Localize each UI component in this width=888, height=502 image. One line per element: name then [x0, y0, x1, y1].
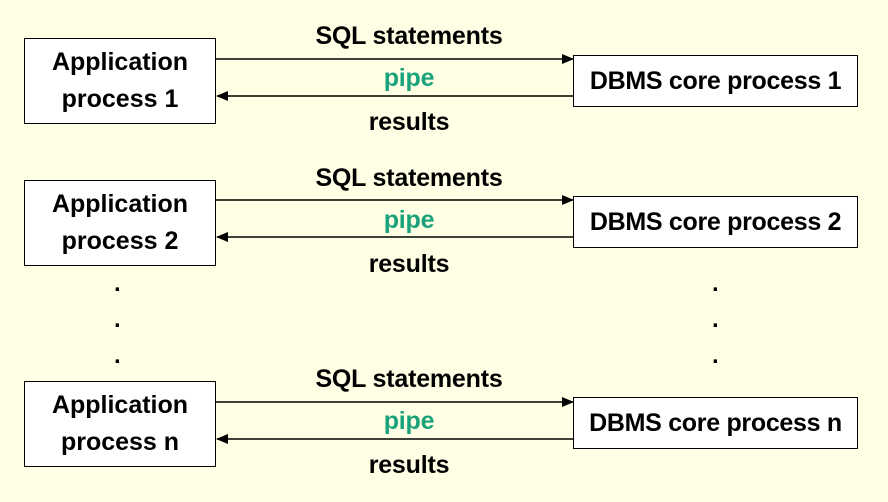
results-label-2: results	[368, 250, 450, 278]
results-label-3: results	[368, 451, 450, 479]
dbms-core-process-n-box: DBMS core process n	[573, 397, 858, 449]
sql-statements-label-1: SQL statements	[315, 22, 503, 50]
application-process-2-line2: process 2	[61, 227, 179, 255]
application-process-n-line1: Application	[51, 391, 189, 419]
pipe-label-3: pipe	[383, 407, 435, 435]
dbms-core-process-1-box: DBMS core process 1	[573, 55, 858, 107]
ellipsis-dot-right-1: .	[712, 270, 719, 297]
application-process-2-box: Application process 2	[24, 180, 216, 266]
ellipsis-dot-right-2: .	[712, 306, 719, 333]
ellipsis-dot-left-2: .	[114, 306, 121, 333]
pipe-label-1: pipe	[383, 64, 435, 92]
application-process-1-box: Application process 1	[24, 38, 216, 124]
ellipsis-dot-right-3: .	[712, 342, 719, 369]
application-process-2-line1: Application	[51, 190, 189, 218]
dbms-core-process-2-box: DBMS core process 2	[573, 196, 858, 248]
application-process-n-line2: process n	[60, 428, 180, 456]
pipe-label-2: pipe	[383, 206, 435, 234]
application-process-1-line2: process 1	[61, 85, 179, 113]
ellipsis-dot-left-1: .	[114, 270, 121, 297]
application-process-1-line1: Application	[51, 48, 189, 76]
application-process-n-box: Application process n	[24, 381, 216, 467]
results-label-1: results	[368, 108, 450, 136]
sql-statements-label-2: SQL statements	[315, 164, 503, 192]
sql-statements-label-3: SQL statements	[315, 365, 503, 393]
ellipsis-dot-left-3: .	[114, 342, 121, 369]
